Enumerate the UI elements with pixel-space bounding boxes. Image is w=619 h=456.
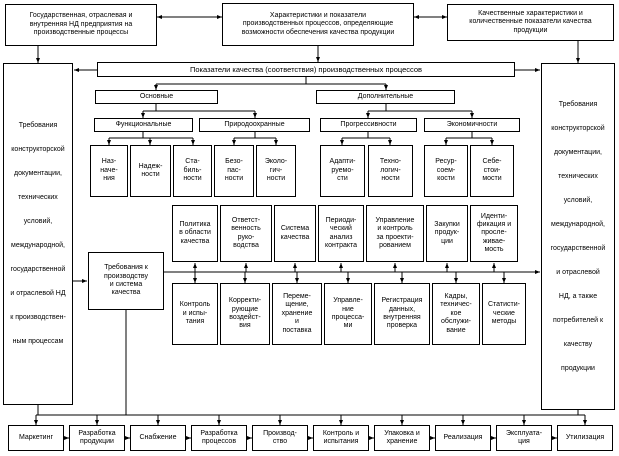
stage-sales: Реализация xyxy=(435,425,491,451)
system-statistical-methods: Статисти- ческие методы xyxy=(482,283,526,345)
system-identification: Иденти- фикация и просле- живае- мость xyxy=(470,205,518,262)
category-functional: Функциональные xyxy=(94,118,193,132)
system-responsibility: Ответст- венность руко- водства xyxy=(220,205,272,262)
system-corrective-actions: Корректи- рующие воздейст- вия xyxy=(220,283,270,345)
sub-ekologichnosti: Эколо- гич- ности xyxy=(256,145,296,197)
sub-bezopasnosti: Безо- пас- ности xyxy=(214,145,254,197)
sub-nadezhnosti: Надеж- ности xyxy=(130,145,171,197)
system-policy: Политика в области качества xyxy=(172,205,218,262)
left-requirements-box: Требования конструкторской документации,… xyxy=(3,63,73,405)
indicators-box: Показатели качества (соответствия) произ… xyxy=(97,62,515,77)
system-inspection: Контроль и испы- тания xyxy=(172,283,218,345)
top-box-quality: Качественные характеристики и количестве… xyxy=(447,4,614,41)
sub-resursoemkosti: Ресур- соем- кости xyxy=(424,145,468,197)
stage-procurement: Снабжение xyxy=(130,425,186,451)
system-records-audit: Регистрация данных, внутренняя проверка xyxy=(374,283,430,345)
sub-adaptiruemosti: Адапти- руемо- сти xyxy=(320,145,365,197)
sub-tekhnologichnosti: Техно- логич- ности xyxy=(368,145,413,197)
category-environmental: Природоохранные xyxy=(199,118,310,132)
top-box-nd: Государственная, отраслевая и внутренняя… xyxy=(5,4,157,46)
stage-process-design: Разработка процессов xyxy=(191,425,247,451)
stage-product-design: Разработка продукции xyxy=(69,425,125,451)
production-requirements-box: Требования к производству и система каче… xyxy=(88,252,164,310)
group-additional: Дополнительные xyxy=(316,90,455,104)
sub-sebestoimosti: Себе- стои- мости xyxy=(470,145,514,197)
system-handling-storage-delivery: Переме- щение, хранение и поставка xyxy=(272,283,322,345)
system-design-control: Управление и контроль за проекти- ровани… xyxy=(366,205,424,262)
system-personnel-maintenance: Кадры, техничес- кое обслужи- вание xyxy=(432,283,480,345)
stage-packaging-storage: Упаковка и хранение xyxy=(374,425,430,451)
stage-operation: Эксплуата- ция xyxy=(496,425,552,451)
stage-inspection: Контроль и испытания xyxy=(313,425,369,451)
stage-production: Производ- ство xyxy=(252,425,308,451)
category-economy: Экономичности xyxy=(424,118,520,132)
top-box-characteristics: Характеристики и показатели производстве… xyxy=(222,3,414,46)
system-process-control: Управле- ние процесса- ми xyxy=(324,283,372,345)
sub-naznacheniya: Наз- наче- ния xyxy=(90,145,128,197)
group-main: Основные xyxy=(95,90,218,104)
category-progressiveness: Прогрессивности xyxy=(320,118,417,132)
stage-disposal: Утилизация xyxy=(557,425,613,451)
right-requirements-box: Требования конструкторской документации,… xyxy=(541,63,615,410)
system-quality-system: Система качества xyxy=(274,205,316,262)
system-contract-analysis: Периоди- ческий анализ контракта xyxy=(318,205,364,262)
stage-marketing: Маркетинг xyxy=(8,425,64,451)
system-procurement: Закупки продук- ции xyxy=(426,205,468,262)
sub-stabilnosti: Ста- биль- ности xyxy=(173,145,212,197)
